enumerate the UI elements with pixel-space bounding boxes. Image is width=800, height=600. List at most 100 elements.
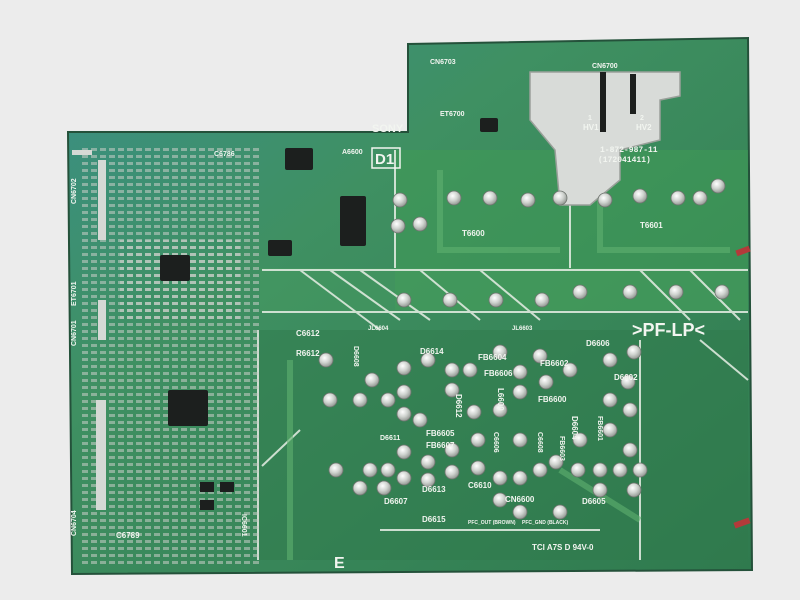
pfc-gnd-label: PFC_GND (BLACK): [522, 520, 568, 526]
hv1-number: 1: [588, 115, 592, 122]
component-fb6602: FB6602: [540, 359, 569, 368]
solder-pad: [492, 492, 508, 508]
solder-pad: [512, 504, 528, 520]
solder-pad: [534, 292, 550, 308]
solder-pad: [548, 454, 564, 470]
solder-pad: [446, 190, 462, 206]
component-d6615: D6615: [422, 515, 446, 524]
logo-text: D1: [375, 151, 394, 168]
solder-pad: [482, 190, 498, 206]
solder-pad: [392, 192, 408, 208]
component-c6606: C6606: [492, 432, 499, 453]
component-fb6607: FB6607: [426, 441, 455, 450]
solder-pad: [318, 352, 334, 368]
pfc-out-label: PFC_OUT (BROWN): [468, 520, 516, 526]
solder-pad: [520, 192, 536, 208]
solder-pad: [470, 460, 486, 476]
component-d6612: D6612: [454, 394, 463, 418]
component-l6600: L6600: [496, 388, 505, 411]
solder-pad: [328, 462, 344, 478]
solder-pad: [622, 442, 638, 458]
solder-pad: [626, 482, 642, 498]
part-number: 1-872-987-11: [600, 146, 658, 155]
component-d6613: D6613: [422, 485, 446, 494]
solder-pad: [626, 344, 642, 360]
component-jl6603: JL6603: [512, 326, 533, 332]
solder-pad: [380, 392, 396, 408]
brand-label: SONY: [372, 123, 404, 135]
component-c6608: C6608: [536, 432, 543, 453]
solder-pad: [668, 284, 684, 300]
connector-cn6702: CN6702: [71, 178, 78, 204]
solder-pad: [552, 504, 568, 520]
solder-pad: [492, 470, 508, 486]
solder-pad: [622, 284, 638, 300]
solder-pad: [442, 292, 458, 308]
component-d6605: D6605: [582, 497, 606, 506]
solder-pad: [632, 462, 648, 478]
transformer-t6601: T6601: [640, 221, 663, 230]
solder-pad: [692, 190, 708, 206]
solder-pad: [572, 432, 588, 448]
solder-pad: [396, 406, 412, 422]
solder-pad: [532, 462, 548, 478]
side-letter: E: [334, 555, 345, 572]
solder-pad: [710, 178, 726, 194]
solder-pad: [412, 216, 428, 232]
solder-pad: [396, 360, 412, 376]
component-c6612: C6612: [296, 329, 320, 338]
solder-pad: [602, 422, 618, 438]
hv2-label: HV2: [636, 123, 652, 132]
component-fb6601: FB6601: [596, 416, 603, 441]
solder-pad: [488, 292, 504, 308]
solder-pad: [512, 364, 528, 380]
solder-pad: [466, 404, 482, 420]
component-d6614: D6614: [420, 347, 444, 356]
component-fb6605: FB6605: [426, 429, 455, 438]
component-r6612: R6612: [296, 349, 320, 358]
solder-pad: [396, 292, 412, 308]
solder-pad: [597, 192, 613, 208]
component-fb6606: FB6606: [484, 369, 513, 378]
solder-pad: [396, 384, 412, 400]
solder-pad: [444, 382, 460, 398]
component-c6786: C6786: [214, 151, 235, 158]
component-fb6603: FB6603: [558, 436, 565, 461]
solder-pad: [390, 218, 406, 234]
solder-pad: [512, 384, 528, 400]
logo-badge: [371, 147, 401, 169]
solder-pad: [412, 412, 428, 428]
solder-pad: [620, 374, 636, 390]
solder-pad: [322, 392, 338, 408]
connector-cn6703: CN6703: [430, 59, 456, 66]
connector-cn6700: CN6700: [592, 63, 618, 70]
solder-pad: [396, 470, 412, 486]
component-a6600: A6600: [342, 149, 363, 156]
component-d6608: D6608: [352, 346, 359, 367]
component-jl6604: JL6604: [368, 326, 389, 332]
solder-pad: [592, 462, 608, 478]
solder-pad: [380, 462, 396, 478]
solder-pad: [470, 432, 486, 448]
hv-connector-plate: [529, 71, 681, 206]
solder-pad: [512, 432, 528, 448]
component-d6606: D6606: [586, 339, 610, 348]
component-d6607: D6607: [384, 497, 408, 506]
solder-pad: [538, 374, 554, 390]
solder-pad: [602, 352, 618, 368]
transformer-t6600: T6600: [462, 229, 485, 238]
solder-pad: [462, 362, 478, 378]
footer-mark: TCI A7S D 94V-0: [532, 543, 594, 552]
solder-pad: [632, 188, 648, 204]
component-ic6601: IC6601: [240, 514, 247, 537]
solder-pad: [572, 284, 588, 300]
connector-cn6701: CN6701: [71, 320, 78, 346]
solder-pad: [714, 284, 730, 300]
red-markers: [733, 245, 751, 529]
connector-cn6600: CN6600: [505, 495, 535, 504]
component-d6604: D6604: [570, 416, 579, 440]
edge-connector-pins: [72, 150, 106, 510]
solder-pad: [492, 344, 508, 360]
solder-pad: [444, 464, 460, 480]
